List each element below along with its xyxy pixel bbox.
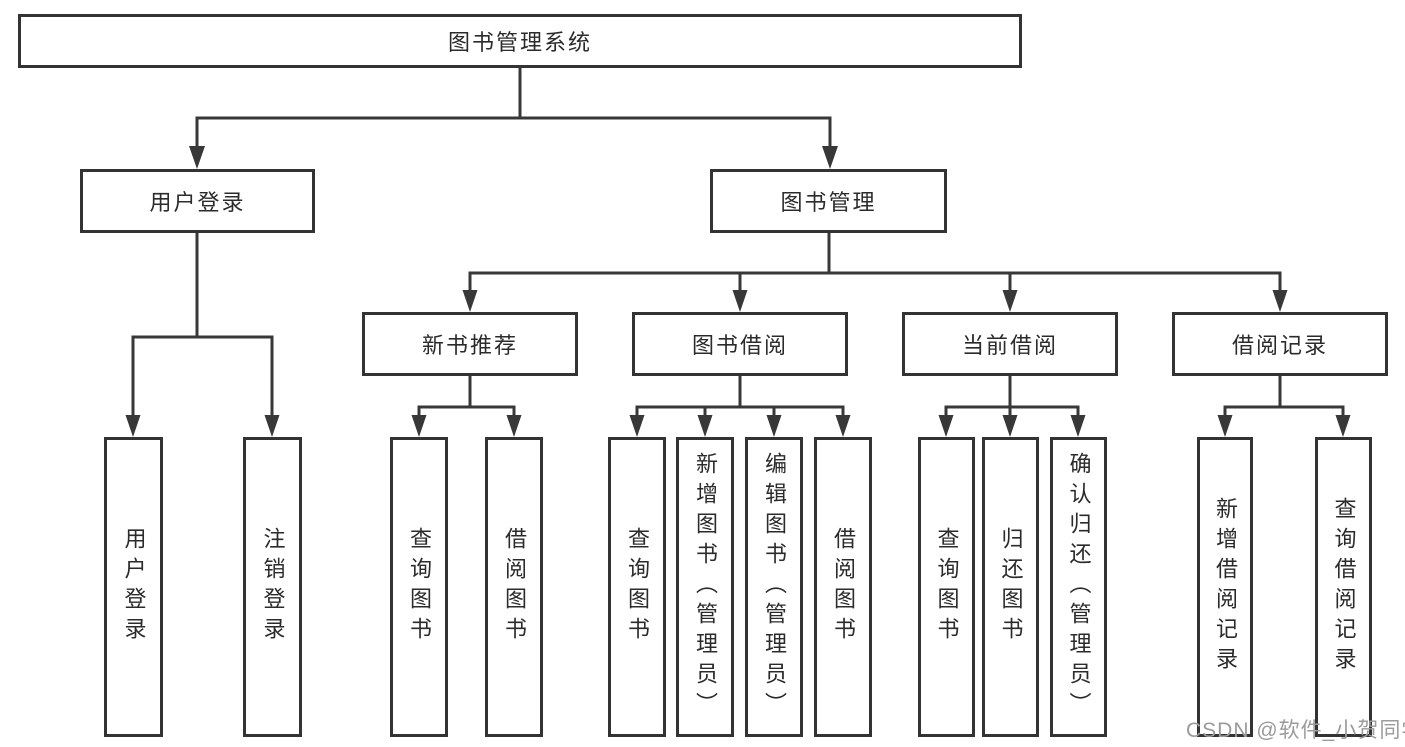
connector-line: [468, 231, 1282, 294]
node-book-mgmt: 图书管理: [710, 169, 947, 233]
connector-current-borrow-children: [938, 374, 1086, 437]
node-new-book-rec: 新书推荐: [362, 312, 578, 376]
connector-line: [417, 374, 516, 419]
connector-root-to-level2: [189, 66, 838, 169]
arrowhead-icon: [938, 415, 1086, 437]
connector-line: [944, 374, 1080, 419]
node-leaf-query-book-1: 查询图书: [390, 437, 448, 737]
node-leaf-logout: 注销登录: [243, 437, 302, 737]
node-current-borrow: 当前借阅: [902, 312, 1118, 376]
connector-line: [635, 374, 845, 419]
arrowhead-icon: [462, 290, 1288, 312]
node-leaf-confirm-return-admin: 确认归还（管理员）: [1050, 437, 1107, 737]
node-leaf-edit-book-admin: 编辑图书（管理员）: [745, 437, 803, 737]
node-root: 图书管理系统: [18, 14, 1022, 68]
connector-line: [195, 66, 832, 150]
node-leaf-borrow-book-2: 借阅图书: [814, 437, 872, 737]
arrowhead-icon: [1217, 415, 1351, 437]
connector-new-book-rec-children: [411, 374, 522, 437]
csdn-watermark: CSDN @软件_小贺同学: [1186, 719, 1405, 742]
node-leaf-add-borrow-record: 新增借阅记录: [1197, 437, 1253, 737]
node-leaf-return-book: 归还图书: [982, 437, 1039, 737]
node-leaf-user-login: 用户登录: [104, 437, 163, 737]
connector-line: [131, 231, 274, 419]
connector-book-mgmt-children: [462, 231, 1288, 312]
node-leaf-query-borrow-record: 查询借阅记录: [1315, 437, 1372, 737]
arrowhead-icon: [189, 146, 838, 169]
arrowhead-icon: [629, 415, 851, 437]
connector-line: [1223, 374, 1345, 419]
node-book-borrow: 图书借阅: [632, 312, 848, 376]
connector-user-login-children: [125, 231, 280, 437]
node-borrow-records: 借阅记录: [1172, 312, 1388, 376]
node-leaf-borrow-book-1: 借阅图书: [485, 437, 543, 737]
node-leaf-query-book-3: 查询图书: [918, 437, 975, 737]
node-leaf-add-book-admin: 新增图书（管理员）: [676, 437, 734, 737]
arrowhead-icon: [125, 415, 280, 437]
node-user-login: 用户登录: [80, 169, 315, 233]
node-leaf-query-book-2: 查询图书: [608, 437, 666, 737]
arrowhead-icon: [411, 415, 522, 437]
connector-borrow-records-children: [1217, 374, 1351, 437]
connector-book-borrow-children: [629, 374, 851, 437]
